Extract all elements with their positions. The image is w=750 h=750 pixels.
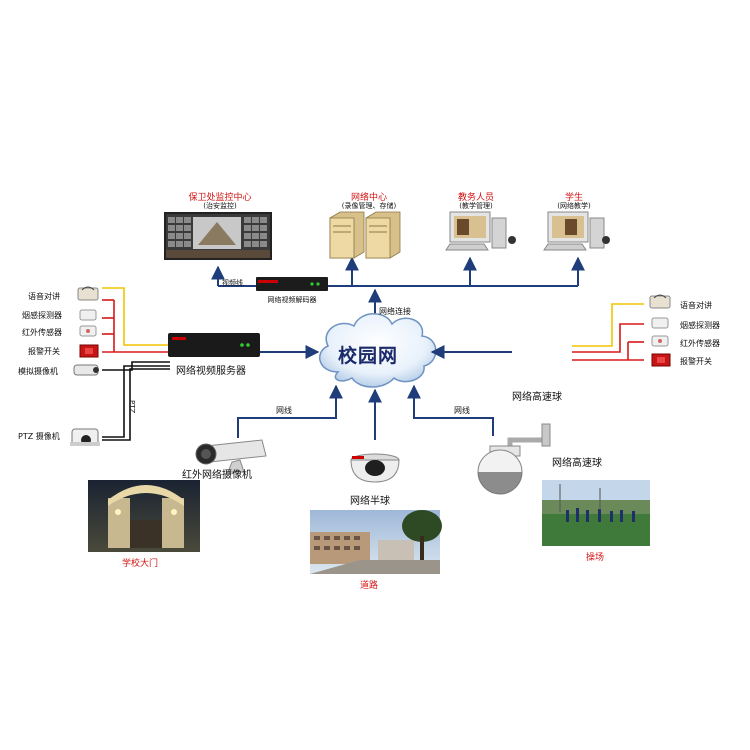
left-sensor-wiring: [102, 287, 170, 441]
smoke-detector-icon: [79, 309, 97, 321]
network-center-title: 网络中心: [350, 193, 388, 203]
speed-dome-label: 网络高速球: [552, 458, 602, 469]
server-icon: [329, 211, 401, 259]
gate-photo-caption: 学校大门: [122, 559, 159, 569]
analog-camera-label: 模拟摄像机: [18, 367, 58, 376]
speed-dome-icon: [477, 423, 551, 495]
student-title: 学生: [564, 193, 584, 203]
wire-label-right: 网线: [454, 406, 470, 415]
network-links: [237, 345, 512, 440]
smoke-detector-icon-right: [651, 317, 669, 329]
intercom-icon: [77, 286, 99, 301]
field-photo-caption: 操场: [586, 553, 605, 563]
video-line-label: 视频线: [222, 279, 243, 287]
ptz-camera-icon: [70, 428, 100, 446]
ptz-cable-label: PTZ: [128, 400, 136, 414]
campus-network-cloud: [318, 313, 437, 388]
teaching-staff-subtitle: (教学管理): [459, 202, 493, 210]
road-photo-caption: 道路: [360, 581, 379, 591]
network-center-subtitle: (录像管理、存储): [341, 202, 397, 210]
campus-network-label: 校园网: [338, 345, 399, 367]
left-sensor-intercom: 语音对讲: [28, 292, 60, 301]
wire-label-left: 网线: [276, 406, 292, 415]
student-computer-icon: [543, 211, 610, 251]
staff-computer-icon: [445, 211, 516, 251]
video-server-icon: [168, 333, 260, 357]
monitor-wall-icon: [164, 212, 272, 260]
analog-camera-icon: [73, 364, 99, 376]
speed-dome-header-label: 网络高速球: [512, 392, 562, 403]
road-photo: [310, 510, 442, 574]
right-sensor-alarm: 报警开关: [680, 357, 712, 366]
intercom-icon-right: [649, 294, 671, 309]
infrared-camera-label: 红外网络摄像机: [182, 470, 252, 481]
right-sensor-infrared: 红外传感器: [680, 339, 720, 348]
infrared-sensor-icon: [79, 325, 97, 337]
infrared-camera-icon: [195, 439, 267, 473]
left-sensor-alarm: 报警开关: [28, 347, 60, 356]
school-gate-photo: [88, 480, 200, 552]
alarm-switch-icon-right: [651, 353, 671, 367]
right-sensor-wiring: [572, 303, 644, 361]
video-decoder-icon: [256, 277, 328, 291]
infrared-sensor-icon-right: [651, 335, 669, 347]
left-sensor-smoke: 烟感探测器: [22, 311, 62, 320]
security-center-subtitle: (治安监控): [203, 202, 237, 210]
video-server-label: 网络视频服务器: [176, 366, 246, 377]
dome-camera-icon: [350, 453, 400, 483]
right-sensor-smoke: 烟感探测器: [680, 321, 720, 330]
security-center-title: 保卫处监控中心: [188, 193, 252, 203]
left-sensor-infrared: 红外传感器: [22, 328, 62, 337]
decoder-label: 网络视频解码器: [267, 296, 317, 304]
student-subtitle: (网络教学): [557, 202, 591, 210]
dome-camera-label: 网络半球: [350, 496, 390, 507]
sports-field-photo: [542, 480, 650, 546]
ptz-camera-label: PTZ 摄像机: [18, 432, 60, 441]
right-sensor-intercom: 语音对讲: [680, 301, 712, 310]
teaching-staff-title: 教务人员: [457, 193, 495, 203]
alarm-switch-icon: [79, 344, 99, 358]
network-link-label: 网络连接: [379, 307, 411, 316]
